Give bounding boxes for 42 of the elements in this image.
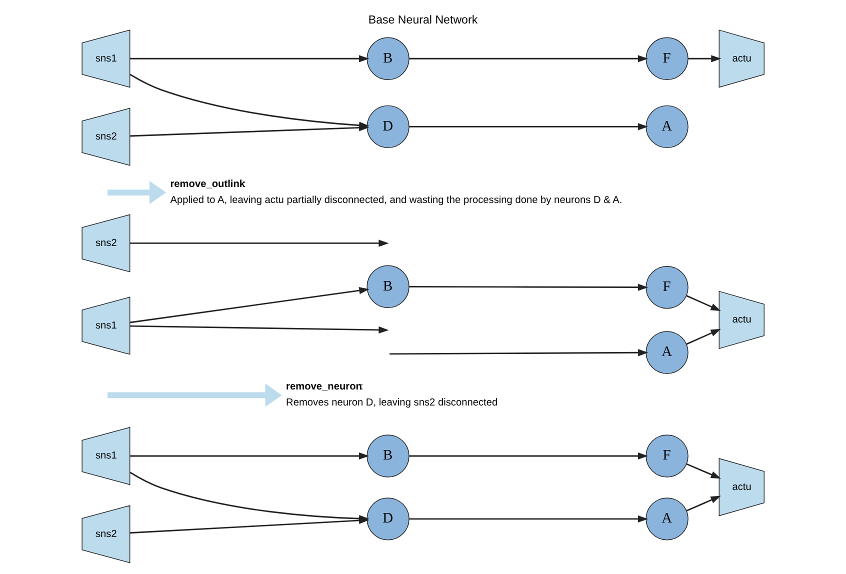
arrow [130, 240, 389, 247]
arrow [390, 349, 648, 356]
node-box: sns2 [82, 505, 130, 564]
node-box: actu [718, 30, 764, 88]
node-circle: A [646, 331, 688, 374]
node-box: sns2 [82, 108, 130, 166]
node-circle: F [646, 37, 688, 80]
arrow [130, 287, 370, 324]
node-box: sns1 [82, 30, 130, 88]
arrow [686, 328, 721, 345]
node-circle: F [646, 434, 688, 478]
node-circle: A [646, 498, 688, 540]
arrow [409, 515, 648, 522]
node-circle: F [646, 266, 688, 309]
arrow [108, 180, 166, 204]
arrow [130, 55, 370, 62]
arrow [686, 496, 721, 512]
arrow [686, 463, 722, 479]
arrow [130, 325, 389, 334]
node-box: actu [718, 458, 764, 516]
node-box: actu [718, 290, 764, 350]
arrow [686, 295, 721, 312]
arrow [130, 516, 370, 534]
node-box: sns1 [82, 426, 130, 486]
arrow [108, 384, 282, 407]
node-text: remove_neuron: Removes neuron D, leaving sns2 disconnected [286, 382, 498, 408]
node-circle: D [366, 498, 410, 540]
node-circle: D [366, 105, 410, 148]
node-circle: B [366, 265, 410, 308]
node-box: sns1 [82, 296, 130, 355]
node-circle: A [646, 105, 688, 148]
node-circle: B [366, 37, 410, 80]
arrow [409, 452, 648, 460]
arrow [130, 452, 370, 460]
arrow [409, 55, 648, 62]
diagram-title: Base Neural Network [368, 14, 478, 26]
node-circle: B [366, 434, 410, 478]
arrow [130, 124, 370, 137]
arrow [409, 284, 648, 291]
node-box: sns2 [82, 214, 130, 272]
arrow [688, 55, 722, 62]
arrow [409, 123, 648, 130]
